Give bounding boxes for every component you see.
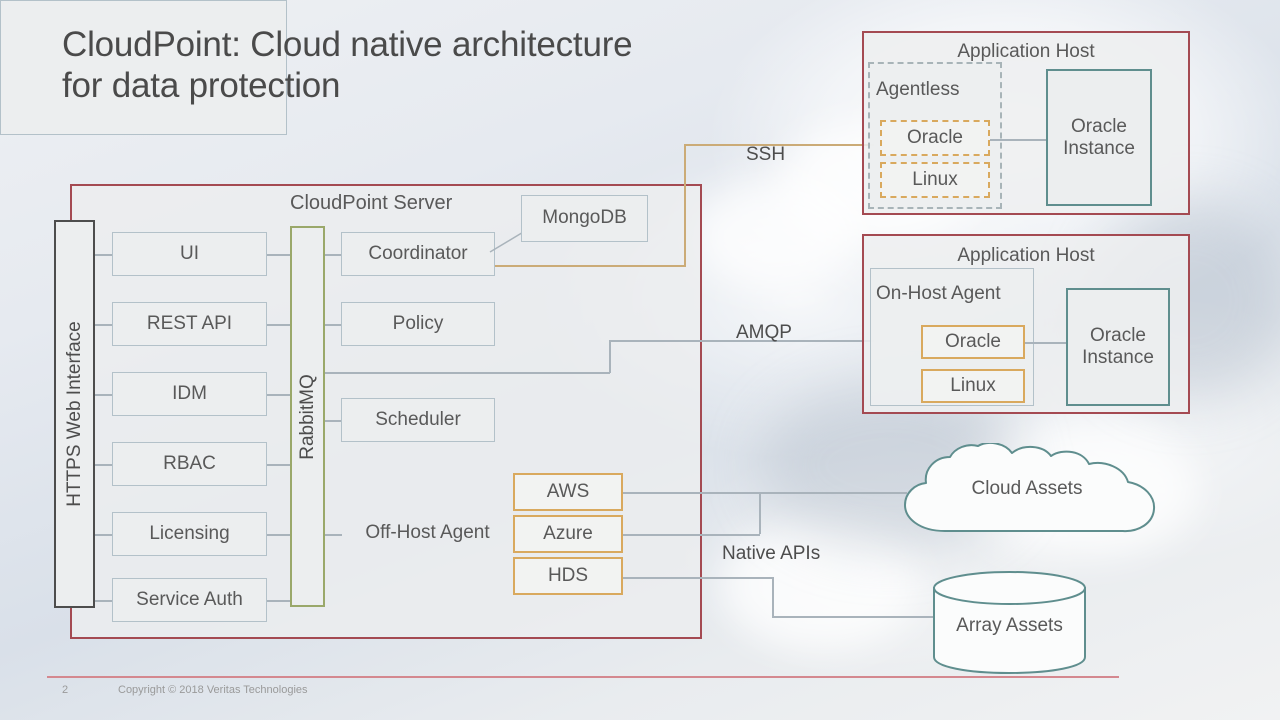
connector-ssh-segment-1 — [495, 265, 685, 267]
connector-idm-rabbitmq — [266, 394, 290, 396]
cloudpoint-server-label: CloudPoint Server — [290, 192, 453, 214]
connector-https-ui — [95, 254, 113, 256]
connector-hds-down — [772, 577, 774, 617]
agentless-label: Agentless — [876, 79, 960, 100]
off-host-agent-label: Off-Host Agent — [365, 522, 490, 543]
cloud-blob — [720, 520, 920, 650]
plugin-box-aws[interactable]: AWS — [513, 473, 623, 511]
on-host-agent-label: On-Host Agent — [876, 283, 1001, 304]
on-host-component-linux[interactable]: Linux — [921, 369, 1025, 403]
service-box-idm[interactable]: IDM — [112, 372, 267, 416]
connector-amqp-segment-2 — [609, 340, 611, 373]
title-line-1: CloudPoint: Cloud native architecture — [62, 25, 633, 64]
cloud-assets-label: Cloud Assets — [971, 478, 1083, 499]
connector-ssh-segment-3 — [684, 144, 874, 146]
plugin-box-hds[interactable]: HDS — [513, 557, 623, 595]
service-box-coordinator[interactable]: Coordinator — [341, 232, 495, 276]
https-web-interface-label: HTTPS Web Interface — [63, 321, 85, 507]
rabbitmq-label: RabbitMQ — [296, 373, 318, 460]
connector-https-rbac — [95, 464, 113, 466]
agentless-component-oracle[interactable]: Oracle — [880, 120, 990, 156]
connector-https-service-auth — [95, 600, 113, 602]
connector-https-licensing — [95, 534, 113, 536]
oracle-instance-box-2[interactable]: Oracle Instance — [1066, 288, 1170, 406]
footer-page-number: 2 — [62, 684, 69, 696]
connector-label-native-apis: Native APIs — [722, 543, 821, 564]
application-host-1-title: Application Host — [957, 41, 1095, 62]
connector-plugins-join — [759, 492, 761, 534]
connector-amqp-segment-1 — [325, 372, 610, 374]
oracle-instance-box-1[interactable]: Oracle Instance — [1046, 69, 1152, 206]
connector-rabbitmq-coordinator — [325, 254, 342, 256]
plugin-box-azure[interactable]: Azure — [513, 515, 623, 553]
array-assets-shape[interactable] — [932, 570, 1087, 675]
connector-on-host-oracle-instance — [1025, 342, 1067, 344]
agentless-component-linux[interactable]: Linux — [880, 162, 990, 198]
connector-rbac-rabbitmq — [266, 464, 290, 466]
oracle-instance-1-line-1: Oracle — [1071, 115, 1127, 137]
oracle-instance-2-line-2: Instance — [1082, 347, 1154, 368]
connector-to-cloud-assets — [759, 492, 907, 494]
off-host-agent-container — [0, 0, 287, 135]
connector-azure-out — [623, 534, 760, 536]
connector-label-ssh: SSH — [746, 144, 786, 165]
service-box-policy[interactable]: Policy — [341, 302, 495, 346]
oracle-instance-1-line-2: Instance — [1063, 137, 1135, 159]
connector-agentless-oracle-instance — [990, 139, 1046, 141]
connector-licensing-rabbitmq — [266, 534, 290, 536]
title-line-2: for data protection — [62, 66, 341, 106]
connector-ui-rabbitmq — [266, 254, 290, 256]
service-box-licensing[interactable]: Licensing — [112, 512, 267, 556]
cloud-assets-shape[interactable] — [893, 443, 1161, 548]
database-box-mongodb[interactable]: MongoDB — [521, 195, 648, 242]
array-assets-label: Array Assets — [956, 615, 1063, 636]
connector-to-array-assets — [772, 616, 937, 618]
connector-hds-out — [623, 577, 773, 579]
rabbitmq-bar: RabbitMQ — [290, 226, 325, 607]
oracle-instance-2-line-1: Oracle — [1090, 325, 1146, 347]
service-box-service-auth[interactable]: Service Auth — [112, 578, 267, 622]
cloud-blob — [690, 180, 860, 290]
page-title: CloudPoint: Cloud native architecture fo… — [62, 24, 762, 107]
connector-rest-api-rabbitmq — [266, 324, 290, 326]
connector-rabbitmq-policy — [325, 324, 342, 326]
footer-divider — [47, 676, 1119, 678]
connector-https-rest-api — [95, 324, 113, 326]
footer-copyright: Copyright © 2018 Veritas Technologies — [118, 684, 308, 696]
connector-amqp-segment-3 — [609, 340, 874, 342]
https-web-interface-bar: HTTPS Web Interface — [54, 220, 95, 608]
service-box-ui[interactable]: UI — [112, 232, 267, 276]
service-box-scheduler[interactable]: Scheduler — [341, 398, 495, 442]
application-host-2-title: Application Host — [957, 245, 1095, 266]
service-box-rbac[interactable]: RBAC — [112, 442, 267, 486]
service-box-rest-api[interactable]: REST API — [112, 302, 267, 346]
connector-aws-out — [623, 492, 760, 494]
connector-service-auth-rabbitmq — [266, 600, 290, 602]
connector-label-amqp: AMQP — [736, 322, 792, 343]
connector-rabbitmq-offhost — [325, 534, 342, 536]
connector-https-idm — [95, 394, 113, 396]
on-host-component-oracle[interactable]: Oracle — [921, 325, 1025, 359]
connector-ssh-segment-2 — [684, 144, 686, 267]
connector-rabbitmq-scheduler — [325, 420, 342, 422]
